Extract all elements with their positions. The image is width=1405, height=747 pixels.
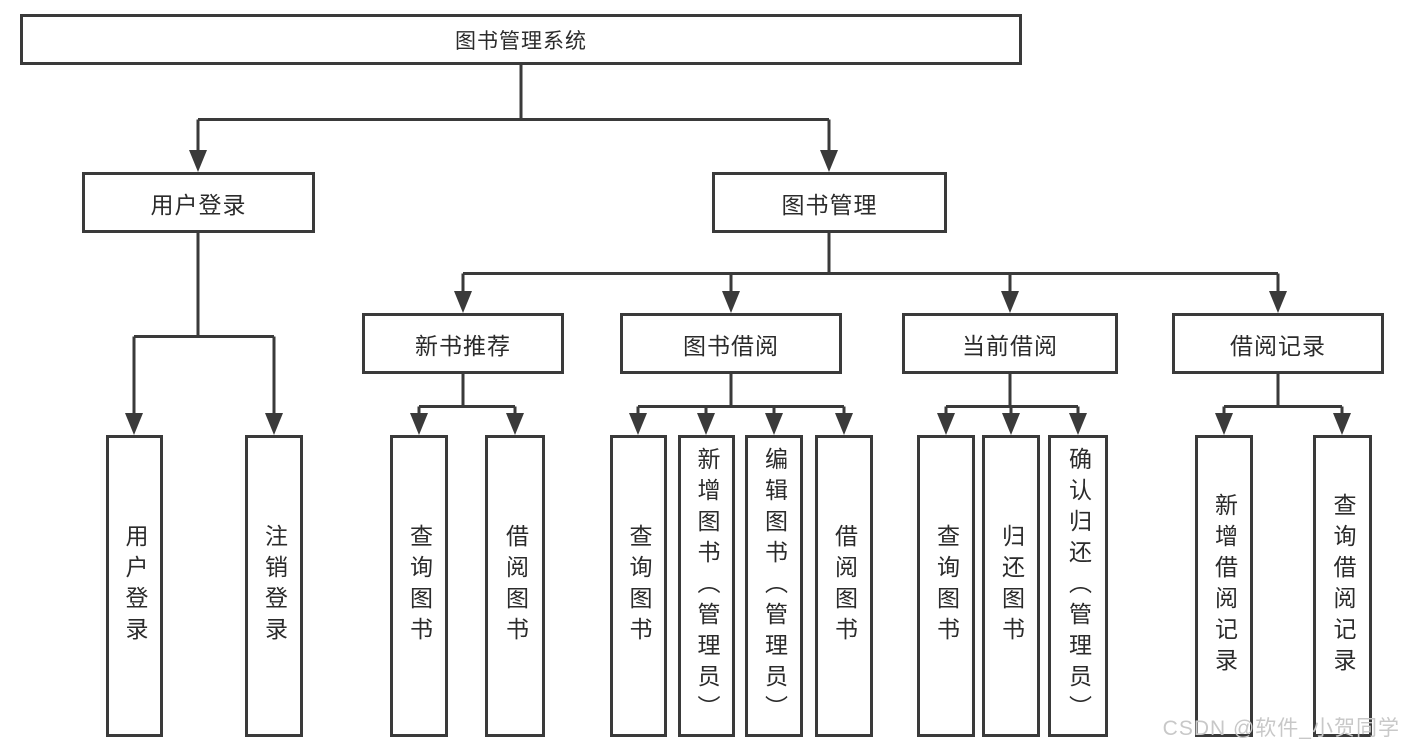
leaf-borrow-query-books: 查询图书 [610,435,667,737]
arrow-down-icon [937,413,955,435]
node-book-borrow: 图书借阅 [620,313,842,374]
leaf-recommend-borrow-books-label: 借阅图书 [502,524,529,648]
arrow-down-icon [1215,413,1233,435]
leaf-current-confirm-return-admin: 确认归还（管理员） [1048,435,1108,737]
node-borrow-records-label: 借阅记录 [1230,332,1326,359]
leaf-records-add-record: 新增借阅记录 [1195,435,1253,737]
leaf-borrow-query-books-label: 查询图书 [626,524,652,648]
node-root: 图书管理系统 [20,14,1022,65]
arrow-down-icon [820,150,838,172]
leaf-current-query-books: 查询图书 [917,435,975,737]
node-new-book-recommend: 新书推荐 [362,313,564,374]
arrow-down-icon [1333,413,1351,435]
node-book-management-label: 图书管理 [781,191,878,218]
leaf-records-query-record: 查询借阅记录 [1313,435,1372,737]
leaf-current-query-books-label: 查询图书 [933,524,960,648]
leaf-records-add-record-label: 新增借阅记录 [1211,493,1238,679]
node-root-label: 图书管理系统 [455,29,587,53]
arrow-down-icon [410,413,428,435]
arrow-down-icon [125,413,143,435]
arrow-down-icon [454,291,472,313]
arrow-down-icon [1002,413,1020,435]
arrow-down-icon [1269,291,1287,313]
connector-borrow-records-to-leaves [1222,374,1344,414]
node-book-borrow-label: 图书借阅 [683,332,779,359]
leaf-records-query-record-label: 查询借阅记录 [1330,493,1356,679]
node-user-login-label: 用户登录 [150,191,247,218]
connector-book-management-to-level3 [461,232,1280,292]
leaf-logout: 注销登录 [245,435,303,737]
connector-current-borrow-to-leaves [944,374,1080,414]
connector-book-borrow-to-leaves [636,374,846,414]
leaf-current-return-books: 归还图书 [982,435,1040,737]
node-current-borrow-label: 当前借阅 [962,332,1058,359]
leaf-borrow-borrow-books: 借阅图书 [815,435,873,737]
arrow-down-icon [1069,413,1087,435]
leaf-current-return-books-label: 归还图书 [998,524,1025,648]
arrow-down-icon [697,413,715,435]
arrow-down-icon [722,291,740,313]
leaf-current-confirm-return-admin-label: 确认归还（管理员） [1065,446,1092,726]
arrow-down-icon [835,413,853,435]
leaf-user-login: 用户登录 [106,435,163,737]
leaf-logout-label: 注销登录 [261,524,288,648]
leaf-recommend-query-books: 查询图书 [390,435,448,737]
arrow-down-icon [506,413,524,435]
node-book-management: 图书管理 [712,172,947,233]
node-current-borrow: 当前借阅 [902,313,1118,374]
leaf-recommend-query-books-label: 查询图书 [406,524,433,648]
leaf-user-login-label: 用户登录 [122,524,148,648]
arrowheads [125,150,1351,435]
arrow-down-icon [1001,291,1019,313]
node-borrow-records: 借阅记录 [1172,313,1384,374]
node-user-login: 用户登录 [82,172,315,233]
connector-user-login-to-leaves [132,233,276,414]
arrow-down-icon [265,413,283,435]
leaf-borrow-edit-books-admin-label: 编辑图书（管理员） [761,446,788,726]
node-new-book-recommend-label: 新书推荐 [415,332,511,359]
connector-new-book-recommend-to-leaves [417,374,517,414]
leaf-recommend-borrow-books: 借阅图书 [485,435,545,737]
arrow-down-icon [189,150,207,172]
arrow-down-icon [629,413,647,435]
arrow-down-icon [765,413,783,435]
leaf-borrow-add-books-admin-label: 新增图书（管理员） [694,446,720,726]
watermark: CSDN @软件_小贺同学 [1162,717,1400,740]
leaf-borrow-borrow-books-label: 借阅图书 [831,524,858,648]
connector-root-to-level2 [196,65,831,151]
leaf-borrow-edit-books-admin: 编辑图书（管理员） [745,435,803,737]
leaf-borrow-add-books-admin: 新增图书（管理员） [678,435,735,737]
